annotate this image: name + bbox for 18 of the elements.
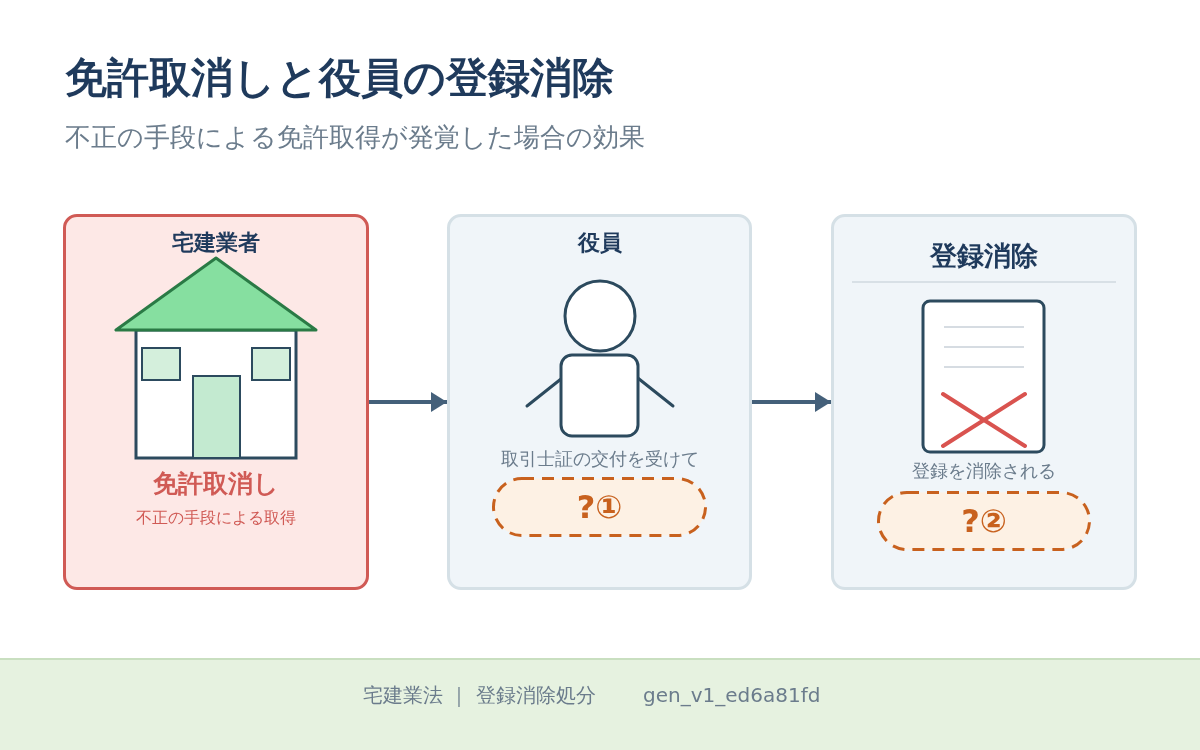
card-heading: 宅建業者 xyxy=(172,229,260,257)
status-text: 免許取消し xyxy=(153,467,279,499)
subtitle: 不正の手段による免許取得が発覚した場合の効果 xyxy=(65,120,645,154)
arrow xyxy=(752,392,831,412)
card xyxy=(63,214,369,590)
arrow xyxy=(369,392,447,412)
card xyxy=(447,214,752,590)
caption-text: 登録を消除される xyxy=(912,458,1056,482)
footer-text: 宅建業法 ｜ 登録消除処分 xyxy=(363,682,596,708)
answer-box: ?② xyxy=(877,491,1091,551)
caption-text: 不正の手段による取得 xyxy=(136,508,296,528)
card-heading: 役員 xyxy=(577,229,622,257)
card-heading: 登録消除 xyxy=(930,239,1038,273)
answer-box: ?① xyxy=(492,477,707,537)
card xyxy=(831,214,1137,590)
caption-text: 取引士証の交付を受けて xyxy=(500,446,699,470)
footer-text: gen_v1_ed6a81fd xyxy=(643,682,821,708)
title: 免許取消しと役員の登録消除 xyxy=(65,51,614,104)
